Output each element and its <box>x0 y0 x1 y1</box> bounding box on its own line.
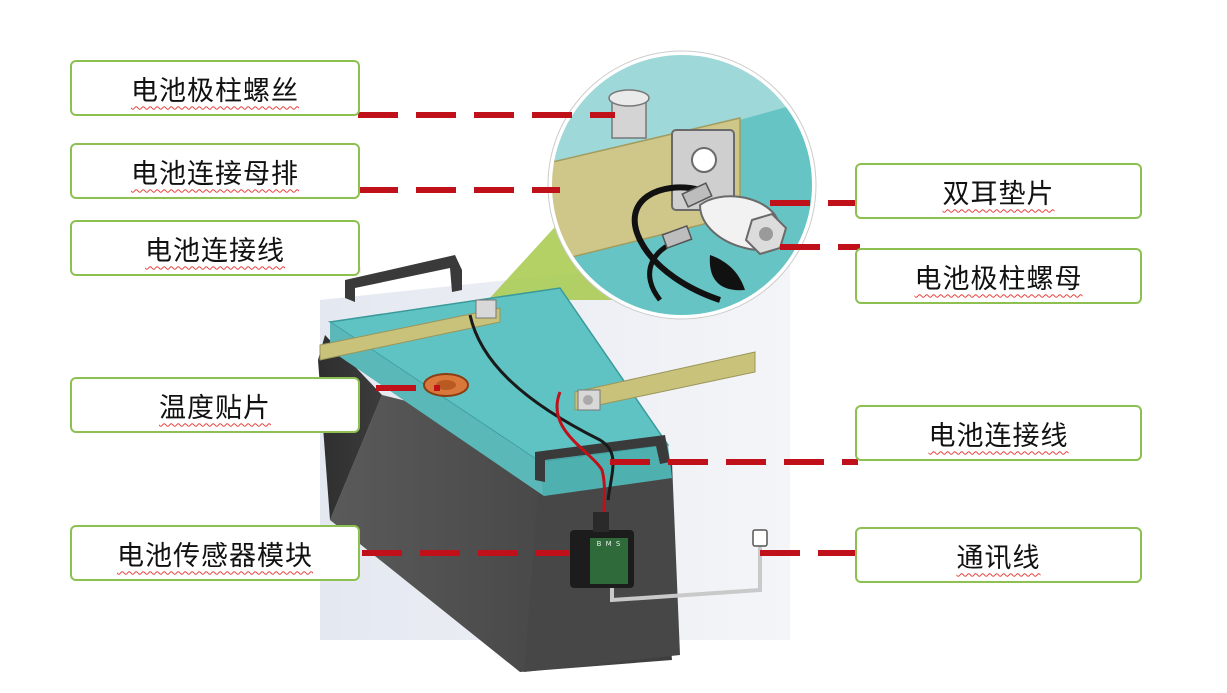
label-text: 通讯线 <box>956 542 1041 574</box>
busbar-right <box>574 351 756 411</box>
label-text: 电池极柱螺丝 <box>131 75 299 107</box>
communication-cable-path <box>610 545 762 603</box>
sensor-module-marking: B M S <box>596 540 622 548</box>
sensor-wire-black <box>468 314 615 501</box>
battery-lid-left <box>330 322 544 496</box>
battery-lid-front <box>540 445 672 496</box>
label-battery-busbar: 电池连接母排 <box>70 143 360 199</box>
label-battery-terminal-nut: 电池极柱螺母 <box>855 248 1142 304</box>
label-battery-sensor-module: 电池传感器模块 <box>70 525 360 581</box>
label-battery-terminal-screw: 电池极柱螺丝 <box>70 60 360 116</box>
communication-cable-plug <box>752 529 768 547</box>
label-battery-cable-right: 电池连接线 <box>855 405 1142 461</box>
label-text: 电池极柱螺母 <box>914 263 1083 295</box>
battery-handle-back <box>345 255 462 302</box>
label-battery-cable-top: 电池连接线 <box>70 220 360 276</box>
battery-handle-front <box>535 435 670 482</box>
label-text: 电池连接线 <box>145 235 285 267</box>
label-communication-cable: 通讯线 <box>855 527 1142 583</box>
label-text: 电池连接母排 <box>131 158 299 190</box>
sensor-wire-red <box>555 391 606 513</box>
busbar-left <box>319 307 501 361</box>
battery <box>318 255 768 672</box>
terminal-front-nut <box>583 395 593 405</box>
sensor-module-label <box>590 538 628 584</box>
label-text: 双耳垫片 <box>942 178 1055 210</box>
label-text: 温度贴片 <box>159 392 271 424</box>
zoom-circle-outline <box>548 51 816 319</box>
label-double-ear-washer: 双耳垫片 <box>855 163 1142 219</box>
label-text: 电池连接线 <box>928 420 1069 452</box>
label-text: 电池传感器模块 <box>117 540 313 572</box>
terminal-back <box>475 299 497 319</box>
label-temperature-patch: 温度贴片 <box>70 377 360 433</box>
